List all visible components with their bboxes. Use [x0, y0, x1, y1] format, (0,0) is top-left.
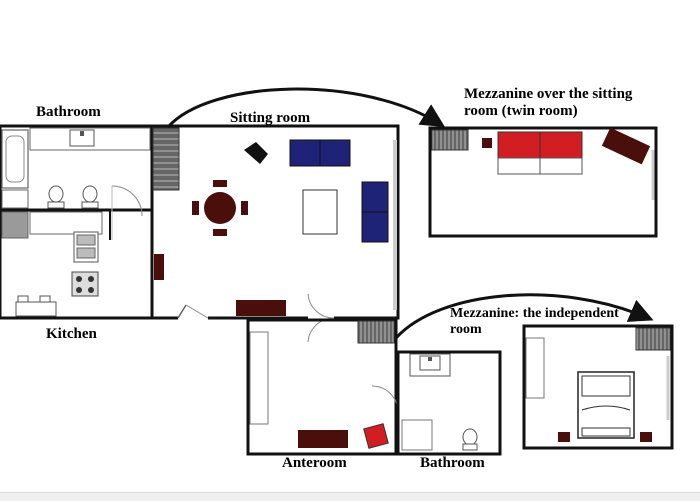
sink: [69, 129, 95, 147]
toilet-bottom: [462, 428, 478, 451]
stairs-mezz1: [431, 129, 469, 151]
arrow-to-mezzanine-independent: [394, 293, 654, 340]
dining-table: [192, 180, 248, 236]
wardrobe-mezz2: [525, 337, 545, 399]
label-mezzanine-twin-line2: room (twin room): [464, 103, 578, 119]
bottom-bathroom: [396, 350, 502, 456]
label-mezzanine-twin-line1: Mezzanine over the sitting: [464, 86, 633, 102]
toilet: [47, 185, 65, 209]
stairs: [152, 127, 180, 191]
label-mezzanine-independent-line1: Mezzanine: the independent: [450, 306, 619, 321]
desk-mezz: [601, 127, 651, 165]
label-bathroom-bottom: Bathroom: [420, 455, 485, 471]
stove: [71, 271, 99, 297]
chair-red: [363, 423, 389, 449]
label-kitchen: Kitchen: [46, 326, 97, 342]
shower: [401, 419, 433, 451]
label-anteroom: Anteroom: [282, 455, 347, 471]
stairs-anteroom: [357, 320, 395, 344]
mezzanine-twin-room: [428, 126, 658, 238]
label-bathroom-top: Bathroom: [36, 104, 101, 120]
mezzanine-independent-room: [522, 324, 674, 450]
wardrobe: [249, 331, 269, 425]
sitting-room: [150, 124, 400, 343]
kitchen-room: [0, 185, 154, 320]
kitchen-table: [15, 301, 57, 317]
armchair-dark: [244, 142, 268, 164]
label-mezzanine-independent: Mezzanine: the independent room: [450, 306, 650, 338]
bottom-strip: [0, 492, 700, 501]
coffee-table: [302, 189, 338, 235]
left-bathroom-room: [0, 124, 154, 212]
label-mezzanine-twin: Mezzanine over the sitting room (twin ro…: [464, 86, 674, 120]
anteroom: [246, 318, 399, 456]
label-sitting-room: Sitting room: [230, 110, 311, 126]
cabinet-left: [154, 254, 164, 280]
label-mezzanine-independent-line2: room: [450, 322, 482, 337]
sideboard: [236, 300, 286, 316]
arrow-to-mezzanine-twin: [166, 87, 446, 129]
bidet: [81, 185, 99, 209]
stairs-mezz2: [635, 327, 671, 351]
bench: [298, 430, 348, 448]
